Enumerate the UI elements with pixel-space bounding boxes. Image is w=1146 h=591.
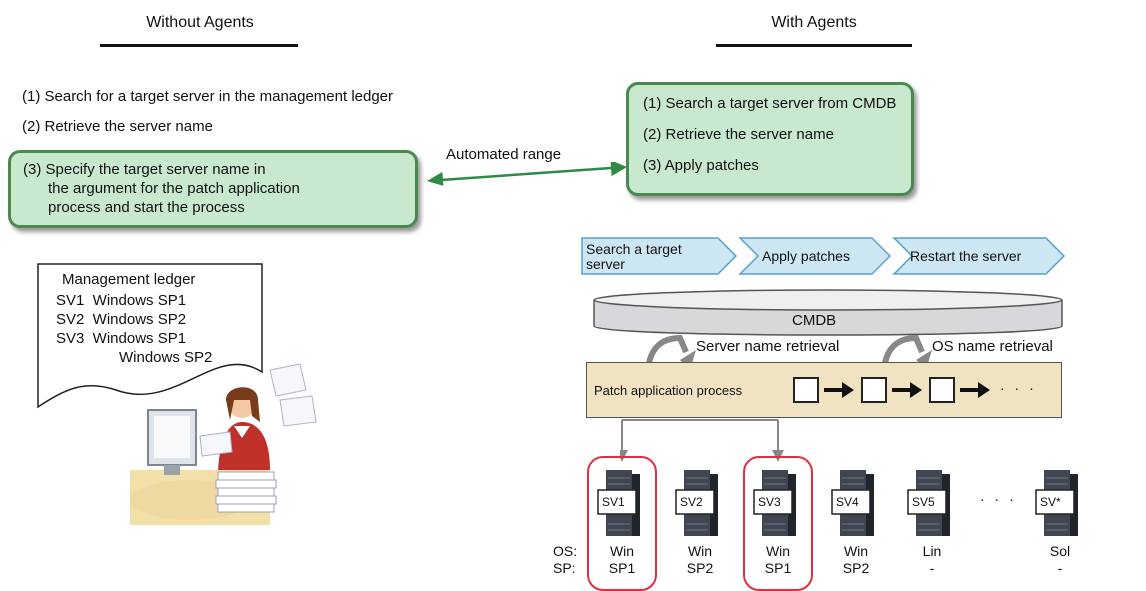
flow-chevrons: [581, 237, 1066, 275]
with-agents-header: With Agents: [771, 14, 857, 31]
os-name-retrieval-label: OS name retrieval: [932, 338, 1053, 355]
ledger-document: [37, 263, 263, 409]
server-label-sv2: SV2: [680, 495, 703, 509]
server-sp-sv3: SP1: [764, 560, 792, 576]
flow-step-apply: Apply patches: [762, 248, 850, 264]
patch-process-label: Patch application process: [594, 383, 743, 398]
server-icon: [907, 470, 950, 536]
left-step-2: (2) Retrieve the server name: [22, 118, 213, 135]
right-step-1: (1) Search a target server from CMDB: [643, 95, 897, 112]
server-os-sv3: Win: [765, 543, 791, 559]
automated-range-label: Automated range: [446, 146, 562, 163]
server-icon: [675, 470, 718, 536]
server-svstar: SV*: [1034, 468, 1084, 540]
ledger-row-3: SV3 Windows SP1: [56, 330, 187, 347]
ledger-row-2: SV2 Windows SP2: [56, 311, 187, 328]
server-sv1: SV1: [596, 468, 646, 540]
server-sv4: SV4: [830, 468, 880, 540]
left-step-3-line-2: the argument for the patch application: [48, 180, 300, 197]
left-step-3-line-3: process and start the process: [48, 199, 245, 216]
server-os-svstar: Sol: [1049, 543, 1071, 559]
server-os-sv1: Win: [609, 543, 635, 559]
sp-prefix: SP:: [553, 560, 576, 576]
automated-range-arrow: [427, 162, 627, 186]
server-icon: [597, 470, 640, 536]
server-label-sv3: SV3: [758, 495, 781, 509]
left-step-3-box: (3) Specify the target server name in th…: [8, 150, 418, 228]
server-sp-svstar: -: [1057, 560, 1063, 576]
server-ellipsis: · · ·: [980, 491, 1017, 507]
server-label-sv1: SV1: [602, 495, 625, 509]
os-prefix: OS:: [553, 543, 578, 559]
header-underline: [716, 44, 912, 47]
ledger-row-4: Windows SP2: [119, 349, 213, 366]
server-sv2: SV2: [674, 468, 724, 540]
process-ellipsis: · · ·: [1000, 380, 1037, 396]
server-sv5: SV5: [906, 468, 956, 540]
flow-step-search-line-1: Search a target: [586, 241, 682, 257]
server-sv3: SV3: [752, 468, 802, 540]
server-sp-sv4: SP2: [842, 560, 870, 576]
server-os-sv5: Lin: [922, 543, 942, 559]
without-agents-header: Without Agents: [146, 14, 254, 31]
flow-step-restart: Restart the server: [910, 248, 1022, 264]
server-label-sv5: SV5: [912, 495, 935, 509]
server-os-sv2: Win: [687, 543, 713, 559]
server-icon: [753, 470, 796, 536]
office-worker-illustration: [130, 363, 317, 525]
right-step-2: (2) Retrieve the server name: [643, 126, 834, 143]
ledger-row-1: SV1 Windows SP1: [56, 292, 187, 309]
server-sp-sv2: SP2: [686, 560, 714, 576]
server-label-svstar: SV*: [1040, 495, 1061, 509]
server-label-sv4: SV4: [836, 495, 859, 509]
server-icon: [831, 470, 874, 536]
server-icon: [1035, 470, 1078, 536]
server-os-sv4: Win: [843, 543, 869, 559]
server-sp-sv1: SP1: [608, 560, 636, 576]
header-underline: [100, 44, 298, 47]
server-sp-sv5: -: [929, 560, 935, 576]
server-name-retrieval-label: Server name retrieval: [696, 338, 840, 355]
process-step-chain: [793, 377, 990, 403]
cmdb-label: CMDB: [792, 312, 837, 329]
cmdb-disk: [593, 289, 1063, 336]
right-step-3: (3) Apply patches: [643, 157, 759, 174]
flow-step-search-line-2: server: [586, 256, 625, 272]
left-step-3-line-1: (3) Specify the target server name in: [23, 161, 266, 178]
left-step-1: (1) Search for a target server in the ma…: [22, 88, 394, 105]
right-steps-box: (1) Search a target server from CMDB (2)…: [626, 82, 914, 196]
ledger-title: Management ledger: [62, 271, 196, 288]
